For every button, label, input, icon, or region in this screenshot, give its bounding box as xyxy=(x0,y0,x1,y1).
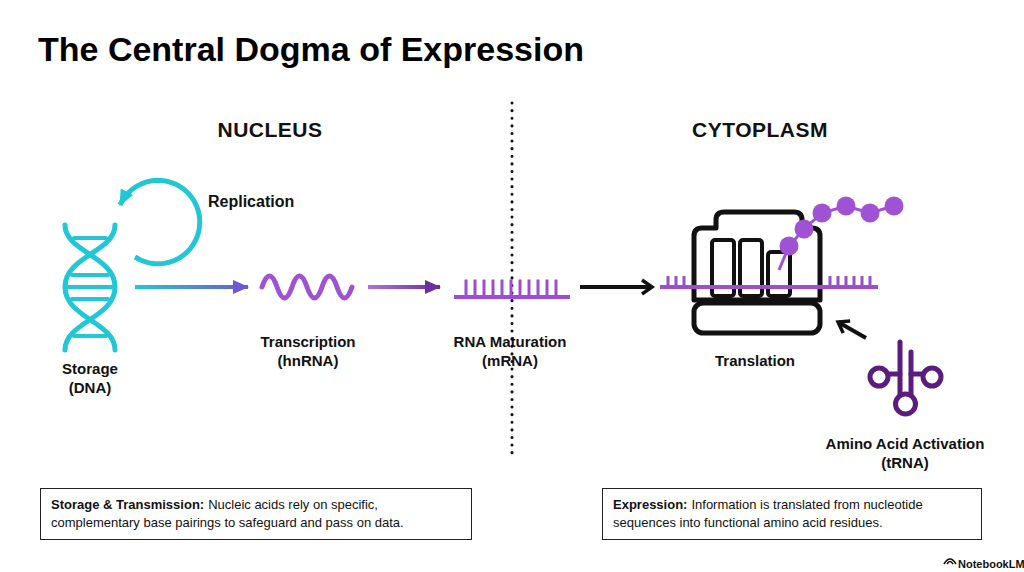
amino-acid-bead xyxy=(837,197,856,216)
node-label: Translation xyxy=(672,351,838,370)
region-heading: NUCLEUS xyxy=(170,117,370,143)
dna-strand xyxy=(65,225,115,350)
diagram-title: The Central Dogma of Expression xyxy=(38,29,584,69)
transcription-node: Transcription (hnRNA) xyxy=(248,262,368,370)
trna-icon xyxy=(870,342,941,414)
ribosome-icon xyxy=(660,197,904,334)
dna-rungs xyxy=(68,238,112,336)
trna-activation-node: Amino Acid Activation (tRNA) xyxy=(807,338,1003,472)
node-label: Storage (DNA) xyxy=(45,359,135,397)
flow-arrow xyxy=(368,285,440,289)
mrna-bases xyxy=(466,281,556,297)
ribosome-site xyxy=(768,252,790,296)
trna-arms xyxy=(888,374,923,394)
amino-acid-bead xyxy=(813,204,832,223)
note-heading: Expression: xyxy=(613,497,687,512)
hnrna-wave-icon xyxy=(262,276,352,298)
watermark-logo xyxy=(944,559,956,564)
trna-stem xyxy=(900,342,911,374)
edge-label: Replication xyxy=(208,192,294,212)
amino-acid-bead xyxy=(795,220,814,239)
mrna-bases xyxy=(668,276,870,287)
note-heading: Storage & Transmission: xyxy=(51,497,204,512)
mrna-strand-icon xyxy=(456,281,568,297)
region-heading: CYTOPLASM xyxy=(660,117,860,143)
step-label: Transcription (hnRNA) xyxy=(248,332,368,370)
dna-storage-node: Storage (DNA) xyxy=(45,205,135,397)
node-label: Amino Acid Activation (tRNA) xyxy=(807,434,1003,472)
amino-acid-bead xyxy=(885,197,904,216)
node-label: Transcription (hnRNA) xyxy=(248,332,368,370)
node-label: RNA Maturation (mRNA) xyxy=(440,332,580,370)
loop-arrow xyxy=(120,180,200,263)
step-label: Amino Acid Activation (tRNA) xyxy=(807,434,1003,472)
flow-arrow xyxy=(838,322,866,338)
step-label: Translation xyxy=(672,351,838,370)
note-text: Expression:Information is translated fro… xyxy=(613,496,971,532)
translation-node: Translation xyxy=(652,205,838,370)
dna-helix-icon xyxy=(65,225,115,350)
dna-strand xyxy=(65,225,115,350)
amino-acid-bead xyxy=(861,204,880,223)
ribosome-small-subunit xyxy=(694,303,820,333)
flow-arrow xyxy=(135,285,248,289)
trna-loop xyxy=(923,368,941,386)
step-label: Storage (DNA) xyxy=(45,359,135,397)
note-box: Expression:Information is translated fro… xyxy=(602,488,982,540)
flow-arrow xyxy=(580,285,652,289)
amino-acid-bead xyxy=(780,237,799,256)
step-label: RNA Maturation (mRNA) xyxy=(440,332,580,370)
note-box: Storage & Transmission:Nucleic acids rel… xyxy=(40,488,472,540)
watermark: NotebookLM xyxy=(958,557,1024,571)
rna-maturation-node: RNA Maturation (mRNA) xyxy=(440,270,580,370)
trna-loop xyxy=(896,394,916,414)
note-text: Storage & Transmission:Nucleic acids rel… xyxy=(51,496,461,532)
trna-loop xyxy=(870,368,888,386)
